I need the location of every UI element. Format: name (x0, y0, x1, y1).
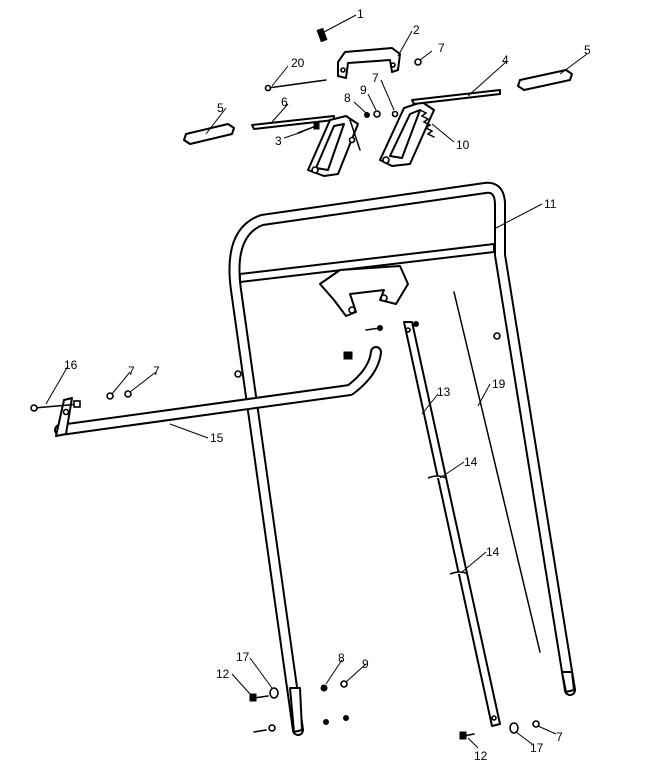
washer-part-9-lower (340, 680, 348, 688)
callout-labels: 1 2 7 4 5 20 7 8 9 6 5 3 10 11 16 7 7 15… (64, 7, 591, 763)
callout-19: 19 (492, 377, 506, 391)
callout-12-right: 12 (474, 749, 488, 763)
callout-9-lower: 9 (362, 657, 369, 671)
bolt-part-12-left (249, 693, 269, 702)
callout-14-upper: 14 (464, 455, 478, 469)
upper-handle-assembly (183, 27, 573, 177)
callout-17-right: 17 (530, 741, 544, 755)
control-rod-part-13 (403, 321, 501, 727)
bolt-part-1 (316, 27, 328, 43)
callout-7-top: 7 (438, 41, 445, 55)
right-handle-bracket (379, 101, 435, 167)
callout-9-top: 9 (360, 83, 367, 97)
washer-part-17-left (269, 687, 279, 699)
rod-part-4 (411, 89, 501, 105)
rod-part-6 (251, 115, 335, 130)
leader-lines (45, 14, 588, 749)
bracket-part-2 (337, 47, 401, 79)
callout-17-left: 17 (236, 650, 250, 664)
lever-part-15 (54, 346, 382, 437)
bolt-near-rod (365, 321, 419, 331)
callout-1: 1 (357, 7, 364, 21)
hardware-bottom-left (253, 715, 349, 733)
callout-14-lower: 14 (486, 545, 500, 559)
left-handle-bracket (307, 115, 361, 177)
callout-7-mid: 7 (372, 71, 379, 85)
callout-20: 20 (291, 56, 305, 70)
spring-part-10 (419, 109, 435, 138)
callout-16: 16 (64, 358, 78, 372)
callout-11: 11 (544, 197, 557, 211)
grip-part-5-right (517, 69, 573, 91)
bolt-part-12-right (459, 731, 475, 740)
callout-7-lever-b: 7 (153, 364, 160, 378)
nut-part-7-lower (532, 720, 540, 728)
washer-part-9-upper (373, 110, 381, 118)
callout-10: 10 (456, 138, 470, 152)
grip-part-5-left (183, 123, 235, 145)
callout-8-top: 8 (344, 91, 351, 105)
callout-8-lower: 8 (338, 651, 345, 665)
washer-part-7-upper (414, 58, 422, 66)
nut-part-8-upper (364, 112, 370, 118)
callout-3: 3 (275, 134, 282, 148)
handle-frame-part-11 (228, 181, 576, 736)
nut-part-7-lever-b (124, 390, 132, 398)
callout-7-lower: 7 (556, 730, 563, 744)
washer-part-17-right (509, 722, 519, 734)
callout-7-lever-a: 7 (128, 364, 135, 378)
callout-15: 15 (210, 431, 224, 445)
nut-part-7-upper-b (391, 110, 399, 118)
pin-part-20 (264, 79, 327, 92)
callout-5-right: 5 (584, 43, 591, 57)
callout-5-left: 5 (217, 101, 224, 115)
callout-2: 2 (413, 23, 420, 37)
cable-part-19 (453, 291, 541, 653)
nut-part-7-lever-a (106, 392, 114, 400)
bolt-part-16 (30, 400, 81, 412)
callout-6: 6 (281, 95, 288, 109)
clip-part-14-lower (449, 571, 469, 575)
callout-4: 4 (502, 53, 509, 67)
callout-13: 13 (437, 385, 451, 399)
callout-12-left: 12 (216, 667, 230, 681)
nut-part-8-lower (320, 684, 328, 692)
